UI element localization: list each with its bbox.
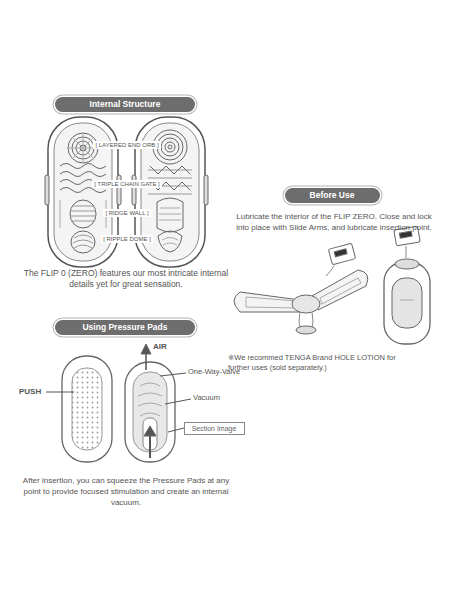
- callout-label: Vacuum: [193, 393, 220, 403]
- part-label: [ LAYERED END ORB ]: [93, 141, 160, 149]
- caption-box: Section Image: [184, 422, 245, 435]
- note-text: ※We recommed TENGA Brand HOLE LOTION for…: [228, 353, 413, 373]
- section-badge: Using Pressure Pads: [55, 320, 195, 335]
- section-image-device: [125, 344, 191, 462]
- pressure-pad-device: [46, 356, 112, 462]
- section-badge: Internal Structure: [55, 97, 195, 112]
- part-label: [ RIDGE WALL ]: [103, 209, 150, 217]
- node-text: Before Use: [310, 190, 355, 200]
- callout-label: AIR: [153, 342, 167, 353]
- section-badge: Before Use: [285, 188, 380, 203]
- closed-device: [384, 259, 430, 344]
- part-label: [ TRIPLE CHAIN GATE ]: [92, 180, 161, 188]
- instruction-text: Lubricate the interior of the FLIP ZERO.…: [232, 212, 437, 234]
- callout-label: PUSH: [19, 387, 41, 398]
- caption-text: After insertion, you can squeeze the Pre…: [14, 476, 238, 508]
- device-section-right: [132, 117, 208, 267]
- open-device: [234, 270, 368, 334]
- part-label: [ RIPPLE DOME ]: [101, 235, 153, 243]
- node-text: Section Image: [192, 425, 237, 432]
- node-text: Using Pressure Pads: [82, 322, 167, 332]
- callout-label: One-Way-Valve: [188, 367, 240, 377]
- caption-text: The FLIP 0 (ZERO) features our most intr…: [17, 268, 235, 291]
- node-text: Internal Structure: [90, 99, 161, 109]
- lotion-packet: [326, 243, 356, 276]
- device-section-left: [45, 117, 121, 267]
